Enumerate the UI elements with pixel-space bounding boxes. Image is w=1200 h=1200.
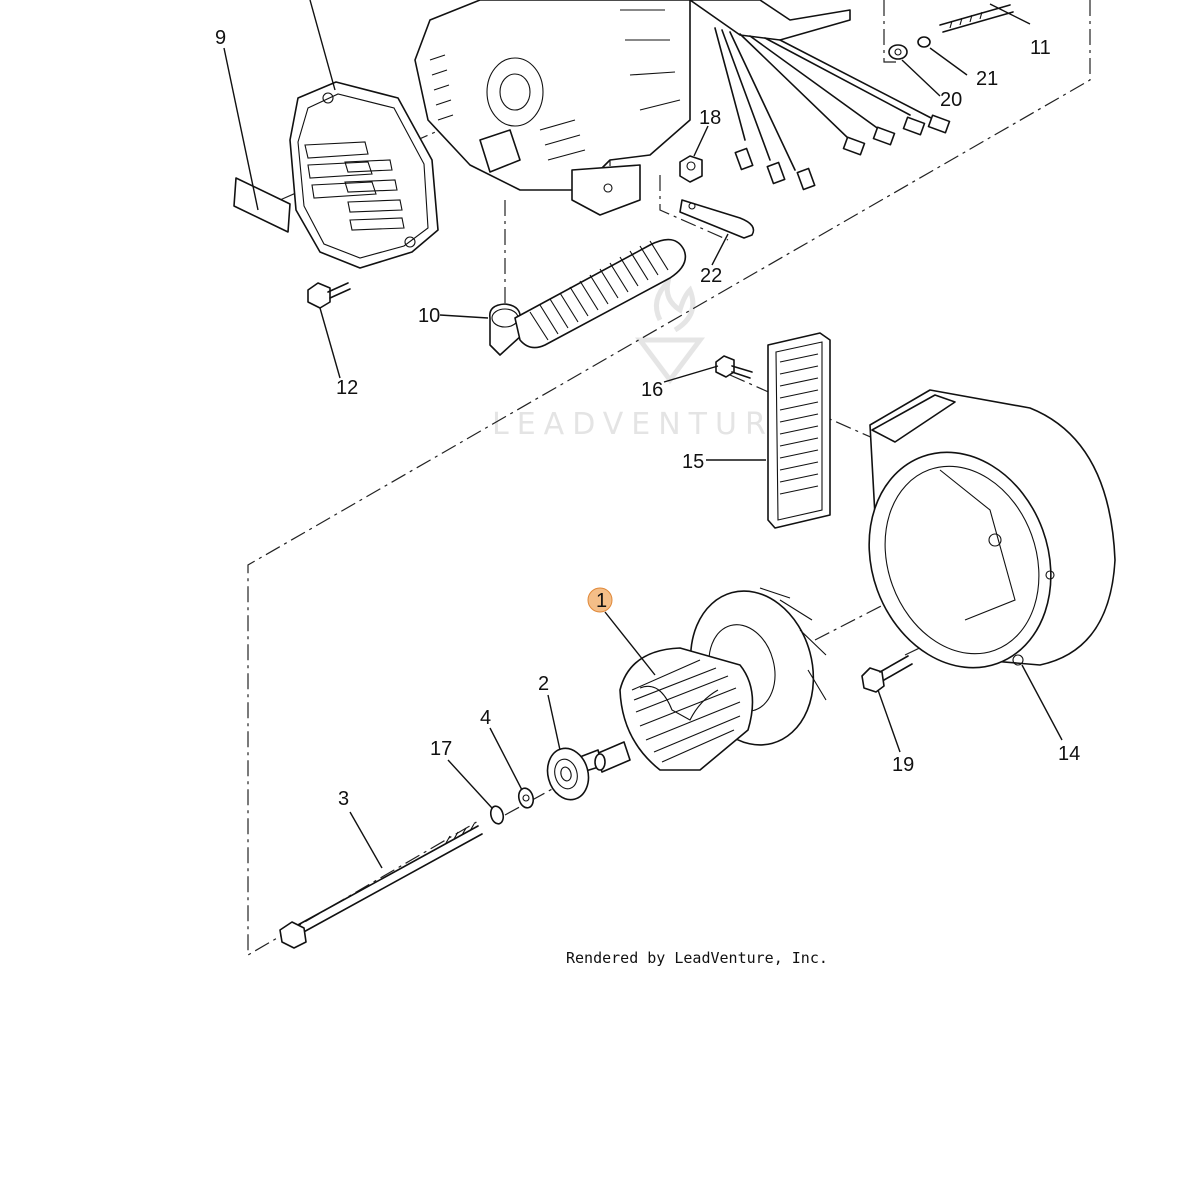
leader-lines <box>223 0 1063 869</box>
callout-15[interactable]: 15 <box>682 451 704 473</box>
bolt-12-part <box>307 282 351 309</box>
callout-12[interactable]: 12 <box>336 377 358 399</box>
generator-housing <box>414 0 951 216</box>
callout-19[interactable]: 19 <box>892 754 914 776</box>
watermark: LEADVENTURE <box>492 274 801 442</box>
callout-2[interactable]: 2 <box>538 673 549 695</box>
callout-18[interactable]: 18 <box>699 107 721 129</box>
bolt-19-part <box>861 655 913 693</box>
callout-10[interactable]: 10 <box>418 305 440 327</box>
callout-11[interactable]: 11 <box>1030 37 1051 59</box>
callout-20[interactable]: 20 <box>940 89 962 111</box>
callout-16[interactable]: 16 <box>641 379 663 401</box>
callout-9[interactable]: 9 <box>215 27 226 49</box>
watermark-text: LEADVENTURE <box>492 407 801 442</box>
callout-1-highlight[interactable] <box>587 587 613 613</box>
callout-3[interactable]: 3 <box>338 788 349 810</box>
bearing-2-part <box>546 747 590 801</box>
render-credit: Rendered by LeadVenture, Inc. <box>566 949 828 967</box>
nut-18-part <box>679 155 703 183</box>
bolt-11-part <box>888 4 1014 60</box>
grille-15-part <box>767 332 831 529</box>
tube-10-part <box>488 238 687 356</box>
bolt-3-part <box>279 823 483 949</box>
callout-14[interactable]: 14 <box>1058 743 1080 765</box>
callout-22[interactable]: 22 <box>700 265 722 287</box>
armature-1-part <box>571 587 827 775</box>
clip-17-part <box>489 805 505 825</box>
fan-cover-14-part <box>868 389 1116 669</box>
end-cover-part <box>233 81 439 269</box>
callout-labels: 1 2 3 4 9 10 11 12 14 15 16 17 18 19 20 … <box>215 27 1080 810</box>
callout-17[interactable]: 17 <box>430 738 452 760</box>
washer-4-part <box>517 787 535 809</box>
callout-21[interactable]: 21 <box>976 68 998 90</box>
screw-16-part <box>715 355 753 379</box>
callout-1[interactable]: 1 <box>596 590 607 612</box>
callout-4[interactable]: 4 <box>480 707 491 729</box>
terminal-22-part <box>679 199 755 239</box>
